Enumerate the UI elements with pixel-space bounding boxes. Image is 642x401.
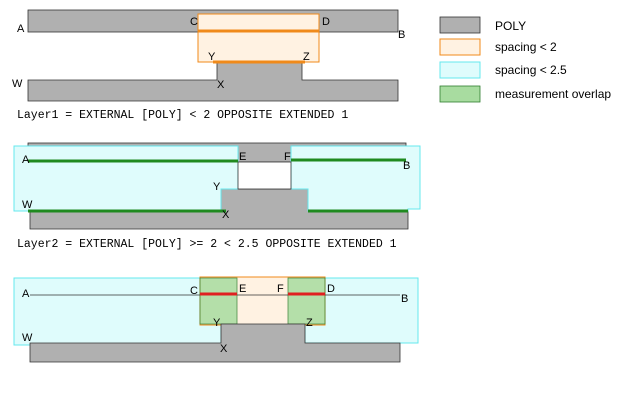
legend-swatch-overlap xyxy=(439,85,481,103)
point-d-label-3: D xyxy=(327,283,335,295)
point-a-label-1: A xyxy=(17,23,25,35)
point-a-label-2: A xyxy=(22,154,30,166)
legend-label-poly: POLY xyxy=(495,19,526,33)
legend-swatch-poly xyxy=(439,16,481,34)
overlap-right xyxy=(287,277,326,325)
point-f-label-2: F xyxy=(284,151,291,163)
point-d-label-1: D xyxy=(322,16,330,28)
legend: POLY spacing < 2 spacing < 2.5 measureme… xyxy=(439,16,611,103)
point-c-label-1: C xyxy=(190,16,198,28)
point-z-label-3: Z xyxy=(306,317,313,329)
point-f-label-3: F xyxy=(277,283,284,295)
point-x-label-2: X xyxy=(222,209,230,221)
point-y-label-1: Y xyxy=(208,51,216,63)
panel-3: A C E F D B Y Z W X xyxy=(13,276,419,363)
point-x-label-1: X xyxy=(217,79,225,91)
legend-label-spacing-lt2: spacing < 2 xyxy=(495,40,557,54)
caption-layer2: Layer2 = EXTERNAL [POLY] >= 2 < 2.5 OPPO… xyxy=(17,238,397,251)
legend-swatch-spacing-lt2 xyxy=(439,38,481,56)
legend-label-overlap: measurement overlap xyxy=(495,87,611,101)
point-z-label-1: Z xyxy=(303,51,310,63)
point-w-label-3: W xyxy=(22,332,33,344)
point-w-label-2: W xyxy=(22,199,33,211)
overlap-left xyxy=(199,277,238,325)
gap-opening-2 xyxy=(237,161,292,190)
spacing-lt25-left-region xyxy=(13,145,239,212)
point-a-label-3: A xyxy=(22,288,30,300)
point-w-label-1: W xyxy=(12,78,23,90)
spacing-lt25-right-region xyxy=(290,145,421,212)
point-x-label-3: X xyxy=(220,343,228,355)
point-c-label-3: C xyxy=(190,285,198,297)
point-y-label-2: Y xyxy=(213,181,221,193)
poly-bottom-shape-1 xyxy=(27,61,399,102)
panel-2: A E F B Y W X Layer2 = EXTERNAL [POLY] >… xyxy=(13,142,421,251)
legend-swatch-spacing-lt25 xyxy=(439,61,481,79)
legend-label-spacing-lt25: spacing < 2.5 xyxy=(495,63,567,77)
spacing-lt2-region-1 xyxy=(197,13,320,63)
point-y-label-3: Y xyxy=(213,317,221,329)
point-b-label-2: B xyxy=(403,160,410,172)
poly-bottom-shape-3 xyxy=(29,323,401,363)
point-e-label-2: E xyxy=(239,151,246,163)
point-e-label-3: E xyxy=(239,283,246,295)
panel-1: A B C D Y Z W X Layer1 = EXTERNAL [POLY]… xyxy=(12,9,405,122)
point-b-label-1: B xyxy=(398,29,405,41)
point-b-label-3: B xyxy=(401,293,408,305)
caption-layer1: Layer1 = EXTERNAL [POLY] < 2 OPPOSITE EX… xyxy=(17,109,348,122)
